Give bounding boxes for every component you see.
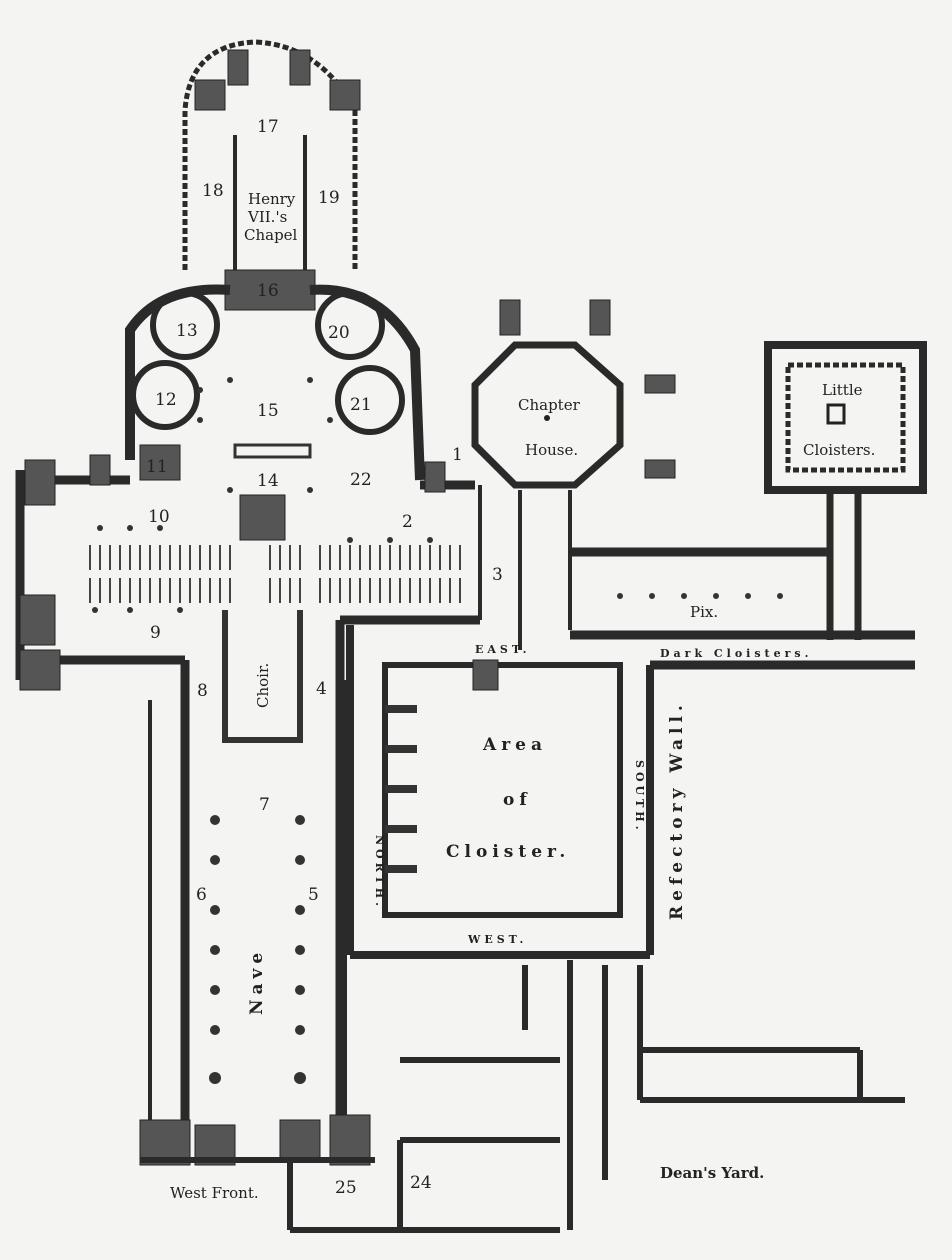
number-1: 1: [452, 445, 463, 465]
number-18: 18: [202, 181, 224, 201]
number-19: 19: [318, 188, 340, 208]
apse: [125, 284, 425, 541]
chapter-house: [471, 299, 676, 650]
number-22: 22: [350, 470, 372, 490]
nave: [92, 377, 480, 1166]
number-2: 2: [402, 512, 413, 532]
henry-vii-chapel: [182, 39, 361, 311]
number-16: 16: [257, 281, 279, 301]
number-24: 24: [410, 1173, 432, 1193]
label-nave: Nave: [247, 948, 267, 1015]
label-chapter-house-2: House.: [525, 441, 578, 459]
number-15: 15: [257, 401, 279, 421]
label-little-cloisters-1: Little: [822, 381, 863, 399]
number-21: 21: [350, 395, 372, 415]
label-deans-yard: Dean's Yard.: [660, 1164, 764, 1182]
label-west: WEST.: [467, 933, 527, 946]
label-of: of: [503, 790, 532, 810]
number-7: 7: [259, 795, 270, 815]
label-east: EAST.: [475, 643, 530, 656]
label-little-cloisters-2: Cloisters.: [803, 441, 875, 459]
number-8: 8: [197, 681, 208, 701]
reference-numbers: 1 2 3 4 5 6 7 8 9 10 11 12 13 14 15 16 1…: [146, 117, 503, 1198]
label-refectory-wall: Refectory Wall.: [667, 700, 687, 920]
number-5: 5: [308, 885, 319, 905]
transepts: [15, 454, 475, 691]
label-cloister: Cloister.: [446, 842, 570, 862]
label-choir: Choir.: [254, 663, 272, 708]
number-3: 3: [492, 565, 503, 585]
label-north: NORTH.: [373, 835, 386, 910]
label-south: SOUTH.: [633, 760, 646, 834]
label-dark-cloisters: Dark Cloisters.: [660, 647, 812, 660]
little-cloisters-block: [764, 341, 927, 640]
cloister: [346, 625, 654, 959]
number-13: 13: [176, 321, 198, 341]
label-pix: Pix.: [690, 603, 718, 621]
number-25: 25: [335, 1178, 357, 1198]
label-henry-line3: Chapel: [244, 226, 298, 244]
number-12: 12: [155, 390, 177, 410]
number-17: 17: [257, 117, 279, 137]
label-chapter-house-1: Chapter: [518, 396, 581, 414]
pix-and-dark-cloisters: [570, 547, 915, 670]
number-4: 4: [316, 679, 327, 699]
number-9: 9: [150, 623, 161, 643]
southern-buildings: [287, 960, 905, 1233]
label-area: Area: [482, 735, 547, 755]
number-14: 14: [257, 471, 279, 491]
number-6: 6: [196, 885, 207, 905]
number-10: 10: [148, 507, 170, 527]
number-20: 20: [328, 323, 350, 343]
label-henry-line1: Henry: [248, 190, 296, 208]
number-11: 11: [146, 457, 168, 477]
label-west-front: West Front.: [170, 1184, 259, 1202]
label-henry-line2: VII.'s: [247, 208, 287, 226]
place-labels: Henry VII.'s Chapel Chapter House. Littl…: [170, 190, 875, 1202]
